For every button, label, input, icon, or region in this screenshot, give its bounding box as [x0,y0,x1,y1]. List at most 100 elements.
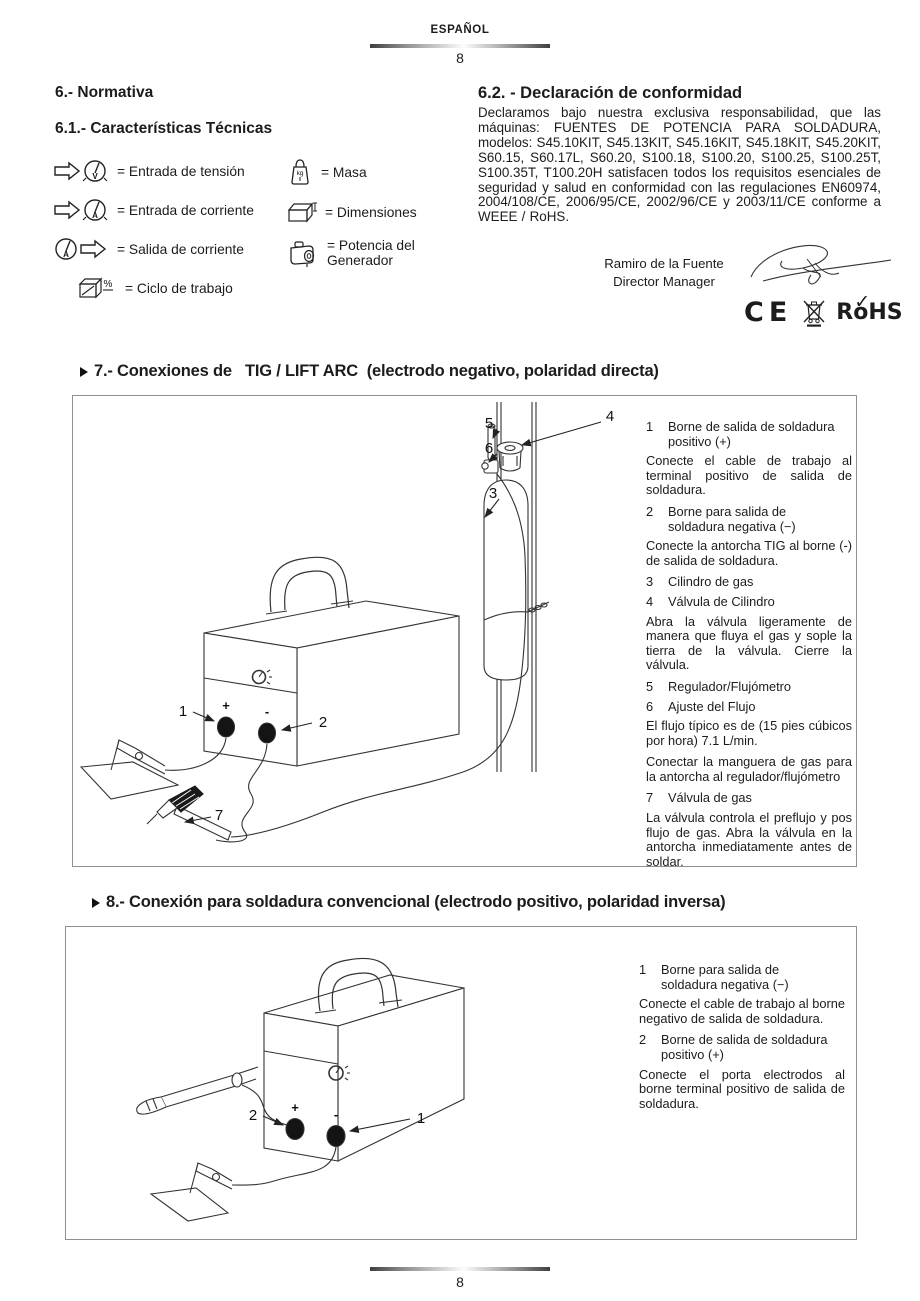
section-bullet-icon [92,897,100,908]
rohs-mark: RoHS ✓ [836,291,903,327]
section8-title: 8.- Conexión para soldadura convencional… [92,893,726,912]
rohs-check-icon: ✓ [854,291,871,313]
current-output-icon: A [53,236,109,262]
symbol-list-left: V = Entrada de tensión A = Entrada de co… [53,158,283,314]
symbol-label: = Masa [321,164,367,180]
negative-terminal [257,722,277,744]
symbol-row: A = Salida de corriente [53,236,283,262]
symbol-row: = Potencia del Generador [287,238,467,268]
duty-cycle-icon: % [77,275,117,301]
voltage-input-icon: V [53,158,109,184]
symbol-label: = Entrada de tensión [117,163,245,179]
normativa-title: 6.- Normativa [55,84,154,101]
rohs-label: RoHS [836,300,903,325]
svg-text:-: - [334,1107,338,1122]
svg-text:+: + [291,1100,299,1115]
symbol-label: = Potencia del Generador [327,238,415,268]
conformity-marks: CE RoHS ✓ [744,291,903,328]
svg-text:A: A [92,211,98,220]
section-bullet-icon [80,366,88,377]
declaracion-body: Declaramos bajo nuestra exclusiva respon… [478,105,881,225]
positive-terminal [285,1117,305,1141]
svg-text:2: 2 [249,1107,257,1124]
symbol-list-right: kg = Masa = Dimensiones [287,158,467,281]
work-clamp-and-plate [79,737,227,800]
signer-block: Ramiro de la Fuente Director Manager [580,255,748,291]
gas-cylinder [481,423,550,681]
tig-torch [146,785,232,841]
paragraph: El flujo típico es de (15 pies cúbicos p… [646,718,852,748]
svg-text:1: 1 [179,703,187,720]
tig-connection-diagram: 1 2 3 4 5 6 7 + - [79,402,614,843]
callout-labels: 2 1 + - [249,1100,425,1127]
power-knob-icon [328,1065,350,1081]
declaracion-title: 6.2. - Declaración de conformidad [478,84,743,102]
svg-text:kg: kg [297,170,304,177]
welding-machine [203,556,460,767]
svg-text:4: 4 [606,408,614,425]
symbol-label: = Salida de corriente [117,241,244,257]
paragraph: Conectar la manguera de gas para la anto… [646,754,852,784]
svg-text:7: 7 [215,807,223,824]
positive-terminal [216,716,236,738]
header-rule [370,44,550,48]
symbol-row: = Dimensiones [287,199,467,225]
symbol-label: = Dimensiones [325,204,417,220]
paragraph: Conecte la antorcha TIG al borne (-) de … [646,538,852,568]
signer-name: Ramiro de la Fuente [604,256,724,271]
caracteristicas-title: 6.1.- Características Técnicas [55,120,273,137]
symbol-row: V = Entrada de tensión [53,158,283,184]
symbol-label: = Ciclo de trabajo [125,280,233,296]
svg-text:5: 5 [485,415,493,432]
weee-bin-icon [801,296,827,327]
power-knob-icon [251,669,272,685]
svg-text:+: + [222,698,230,713]
paragraph: Conecte el porta electrodos al borne ter… [639,1066,845,1111]
generator-icon [287,238,319,268]
symbol-row: kg = Masa [287,158,467,186]
dimensions-icon [287,199,317,225]
svg-text:-: - [265,704,269,719]
callout-arrows [262,1115,411,1134]
callout-labels: 1 2 3 4 5 6 7 + - [179,408,614,824]
svg-text:3: 3 [489,485,497,502]
header-page-number: 8 [456,50,464,66]
svg-text:%: % [104,279,113,290]
torch-cable [215,743,268,843]
gas-hose [230,473,527,838]
welding-machine [263,957,465,1162]
section7-title: 7.- Conexiones de TIG / LIFT ARC (electr… [80,362,659,381]
electrode-connection-diagram: 2 1 + - [136,957,465,1222]
footer-rule [370,1267,550,1271]
ce-mark-icon: CE [744,297,793,328]
symbol-row: A = Entrada de corriente [53,197,283,223]
symbol-row: % = Ciclo de trabajo [77,275,283,301]
svg-text:1: 1 [417,1110,425,1127]
callout-arrows [183,421,602,825]
paragraph: Conecte el cable de trabajo al terminal … [646,453,852,498]
header-language: ESPAÑOL [430,24,490,36]
paragraph: La válvula controla el preflujo y pos fl… [646,810,852,869]
signature-image [745,233,895,299]
svg-text:A: A [63,250,69,259]
svg-text:V: V [92,172,98,181]
paragraph: Conecte el cable de trabajo al borne neg… [639,996,845,1026]
footer-page-number: 8 [456,1274,464,1290]
work-clamp-and-plate [149,1146,337,1222]
svg-text:2: 2 [319,714,327,731]
svg-text:6: 6 [485,440,493,457]
symbol-label: = Entrada de corriente [117,202,254,218]
